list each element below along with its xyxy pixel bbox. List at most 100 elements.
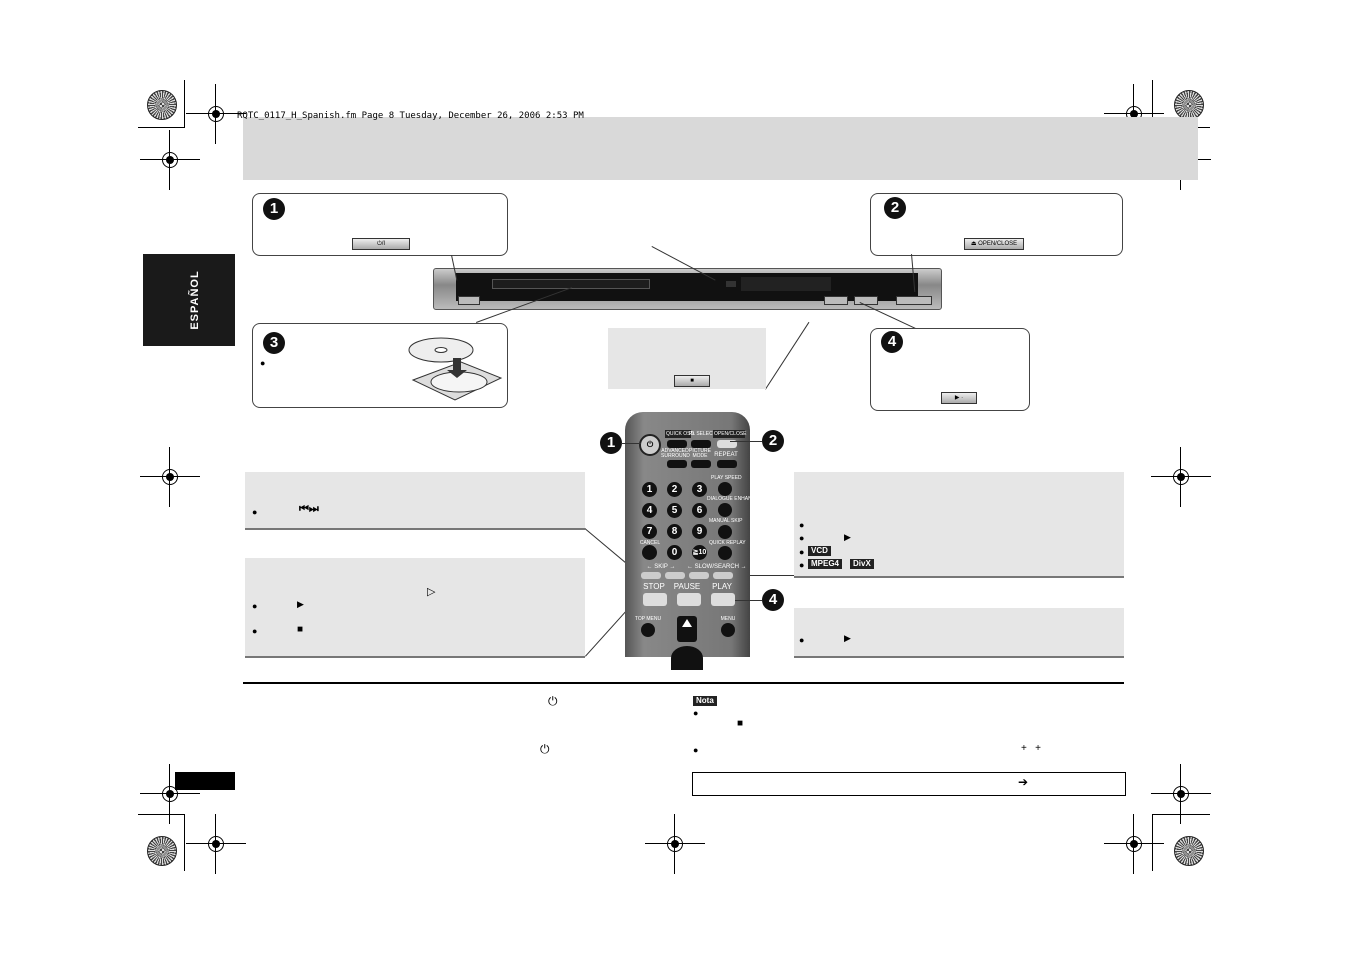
skip-forward-button[interactable] xyxy=(665,572,685,579)
advanced-surround-label: ADVANCED SURROUND xyxy=(661,448,690,459)
bullet: ● xyxy=(693,745,699,755)
ge10-button[interactable]: ≧10 xyxy=(692,545,707,560)
advanced-surround-button[interactable] xyxy=(667,460,687,468)
bullet: ● xyxy=(799,533,805,543)
leader-line xyxy=(740,575,795,576)
bullet: ● xyxy=(799,520,805,530)
picture-mode-button[interactable] xyxy=(691,460,711,468)
manual-skip-button[interactable] xyxy=(718,525,732,539)
menu-label: MENU xyxy=(720,616,736,622)
play-key[interactable] xyxy=(854,296,878,305)
digit-3-button[interactable]: 3 xyxy=(692,482,707,497)
vcd-tag: VCD xyxy=(808,546,831,556)
bullet: ● xyxy=(799,635,805,645)
arrow-icon: ➔ xyxy=(1018,775,1029,789)
dvd-player-front xyxy=(433,268,942,310)
color-rosette-icon xyxy=(1174,836,1204,866)
step-number: 4 xyxy=(881,331,903,353)
quick-osd-button[interactable] xyxy=(667,440,687,448)
step-number: 1 xyxy=(263,198,285,220)
step-number: 2 xyxy=(884,197,906,219)
cancel-button[interactable] xyxy=(642,545,657,560)
leader-line xyxy=(735,600,762,601)
skip-panel: ● ⏮⏭ xyxy=(245,472,585,530)
registration-mark xyxy=(1104,814,1164,874)
trim-line xyxy=(1152,814,1210,815)
registration-mark xyxy=(140,764,200,824)
digit-2-button[interactable]: 2 xyxy=(667,482,682,497)
page-number-block xyxy=(175,772,235,790)
registration-mark xyxy=(645,814,705,874)
quick-osd-label: QUICK OSD xyxy=(665,430,695,438)
digit-4-button[interactable]: 4 xyxy=(642,503,657,518)
top-menu-button[interactable] xyxy=(641,623,655,637)
digit-8-button[interactable]: 8 xyxy=(667,524,682,539)
play-symbol: ▶ xyxy=(297,599,304,609)
digit-9-button[interactable]: 9 xyxy=(692,524,707,539)
stop-key[interactable] xyxy=(824,296,848,305)
stop-info-box: ■ xyxy=(608,328,766,389)
cancel-label: CANCEL xyxy=(639,540,661,546)
slow-back-button[interactable] xyxy=(689,572,709,579)
dialogue-enhancer-button[interactable] xyxy=(718,503,732,517)
skip-back-button[interactable] xyxy=(641,572,661,579)
picture-mode-label: PICTURE MODE xyxy=(689,448,711,459)
skip-label: ← SKIP → xyxy=(646,564,676,570)
player-display xyxy=(456,273,918,301)
repeat-label: REPEAT xyxy=(714,452,738,458)
digit-0-button[interactable]: 0 xyxy=(667,545,682,560)
trim-line xyxy=(184,80,185,128)
callout-step-4: 4 ▶ · xyxy=(870,328,1030,411)
digit-1-button[interactable]: 1 xyxy=(642,482,657,497)
leader-line xyxy=(765,321,810,390)
slow-search-panel: ● ● ▶ ● VCD ● MPEG4 DivX xyxy=(794,472,1124,578)
step-number: 3 xyxy=(263,332,285,354)
skip-symbols: ⏮⏭ xyxy=(299,503,319,515)
pl-select-button[interactable] xyxy=(691,440,711,448)
enter-button[interactable] xyxy=(671,646,703,670)
open-close-key[interactable] xyxy=(896,296,932,305)
trim-line xyxy=(138,127,185,128)
quick-replay-label: QUICK REPLAY xyxy=(709,540,746,546)
registration-mark xyxy=(186,814,246,874)
color-rosette-icon xyxy=(147,90,177,120)
play-speed-button[interactable] xyxy=(718,482,732,496)
stop-button-label: ■ xyxy=(674,375,710,387)
play-button[interactable] xyxy=(711,593,735,606)
digit-7-button[interactable]: 7 xyxy=(642,524,657,539)
pause-button[interactable] xyxy=(677,593,701,606)
registration-mark xyxy=(140,447,200,507)
play-button-label: ▶ · xyxy=(941,392,977,404)
trim-line xyxy=(184,814,185,871)
digit-6-button[interactable]: 6 xyxy=(692,503,707,518)
stop-button[interactable] xyxy=(643,593,667,606)
bullet: ● xyxy=(252,626,258,636)
leader-line xyxy=(730,441,762,442)
remote-step-2: 2 xyxy=(762,430,784,452)
section-rule xyxy=(243,682,1124,684)
menu-button[interactable] xyxy=(721,623,735,637)
manual-skip-label: MANUAL SKIP xyxy=(709,518,743,524)
bullet: ● xyxy=(693,708,699,718)
sensor-window xyxy=(726,281,736,287)
bullet: ● xyxy=(260,358,266,368)
quick-replay-button[interactable] xyxy=(718,546,732,560)
power-key[interactable] xyxy=(458,296,480,305)
display-window xyxy=(741,277,831,291)
digit-5-button[interactable]: 5 xyxy=(667,503,682,518)
slow-forward-button[interactable] xyxy=(713,572,733,579)
up-arrow-icon xyxy=(682,619,692,627)
play-speed-label: PLAY SPEED xyxy=(711,475,742,481)
pause-panel: ▷ ● ▶ ● ■ xyxy=(245,558,585,658)
repeat-button[interactable] xyxy=(717,460,737,468)
stop-symbol: ■ xyxy=(297,624,304,635)
color-rosette-icon xyxy=(1174,90,1204,120)
power-button[interactable]: ⏻ xyxy=(639,434,661,456)
color-rosette-icon xyxy=(147,836,177,866)
open-close-button[interactable] xyxy=(717,440,737,448)
registration-mark xyxy=(1151,764,1211,824)
open-close-button-label: ⏏ OPEN/CLOSE xyxy=(964,238,1024,250)
language-tab-label: ESPAÑOL xyxy=(189,270,201,330)
power-symbol: ⏻ xyxy=(540,742,550,756)
header-bar xyxy=(243,117,1198,180)
